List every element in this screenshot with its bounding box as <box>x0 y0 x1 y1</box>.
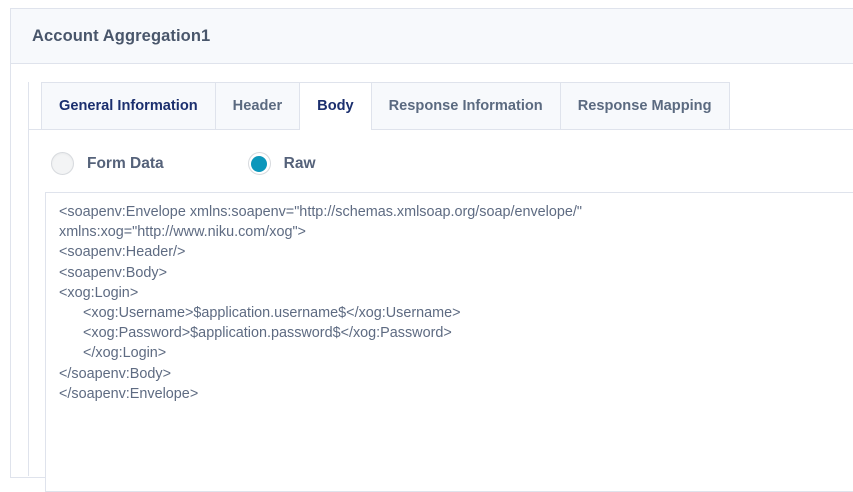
body-mode-radio-group: Form Data Raw <box>29 130 853 175</box>
tab-label: Response Mapping <box>577 98 712 114</box>
tab-label: Response Information <box>388 98 543 114</box>
radio-option-raw[interactable]: Raw <box>247 152 316 175</box>
tab-label: Body <box>317 98 354 114</box>
tab-response-mapping[interactable]: Response Mapping <box>559 82 730 129</box>
radio-label-form-data: Form Data <box>87 154 164 172</box>
request-panel: General Information Header Body Response… <box>28 82 853 492</box>
tab-general-information[interactable]: General Information <box>41 82 216 129</box>
radio-selected-icon[interactable] <box>247 152 271 175</box>
account-aggregation-card: Account Aggregation1 General Information… <box>10 8 853 492</box>
card-header: Account Aggregation1 <box>11 9 853 64</box>
tab-response-information[interactable]: Response Information <box>370 82 561 129</box>
tab-body[interactable]: Body <box>299 82 372 130</box>
raw-body-textarea[interactable]: <soapenv:Envelope xmlns:soapenv="http://… <box>59 204 582 402</box>
raw-body-editor-container[interactable]: <soapenv:Envelope xmlns:soapenv="http://… <box>45 192 853 492</box>
tab-label: Header <box>232 98 283 114</box>
page-title: Account Aggregation1 <box>32 26 211 45</box>
tab-bar: General Information Header Body Response… <box>28 82 853 130</box>
radio-label-raw: Raw <box>283 154 316 172</box>
card-body: General Information Header Body Response… <box>11 64 853 492</box>
radio-unselected-icon[interactable] <box>51 152 74 175</box>
tab-header[interactable]: Header <box>214 82 301 129</box>
radio-option-form-data[interactable]: Form Data <box>51 152 164 175</box>
tab-label: General Information <box>59 98 198 114</box>
